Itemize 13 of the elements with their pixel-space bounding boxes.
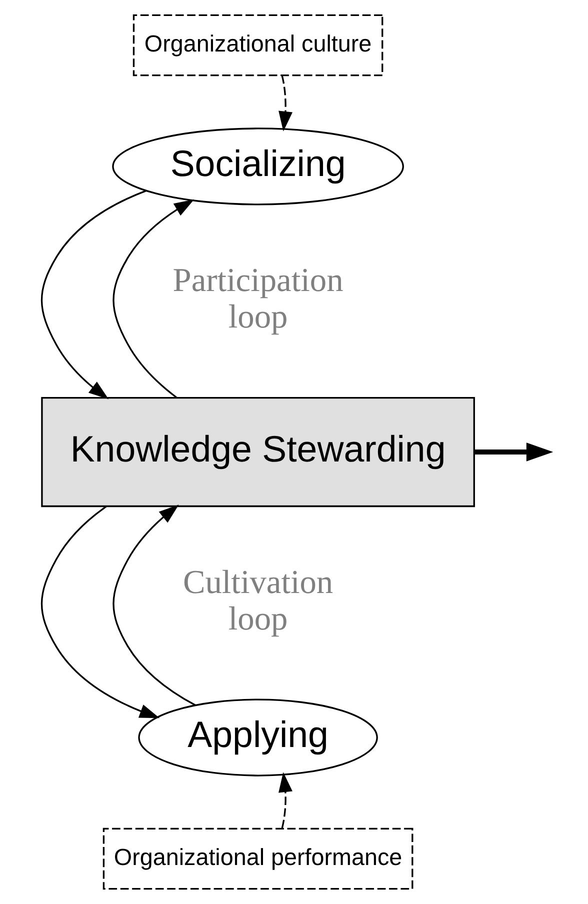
arrow [40,506,160,718]
arrow [40,190,146,400]
label: Participation loop [172,262,343,336]
node-box: Knowledge Stewarding [40,396,474,508]
node-ellipse: Socializing [112,128,404,206]
arrow [278,75,292,132]
node-box: Organizational performance [102,828,413,890]
arrow [474,442,553,462]
arrow [112,504,196,706]
arrow [112,199,194,398]
label: Cultivation loop [182,564,333,638]
node-box: Organizational culture [132,14,383,76]
arrow [278,772,292,828]
